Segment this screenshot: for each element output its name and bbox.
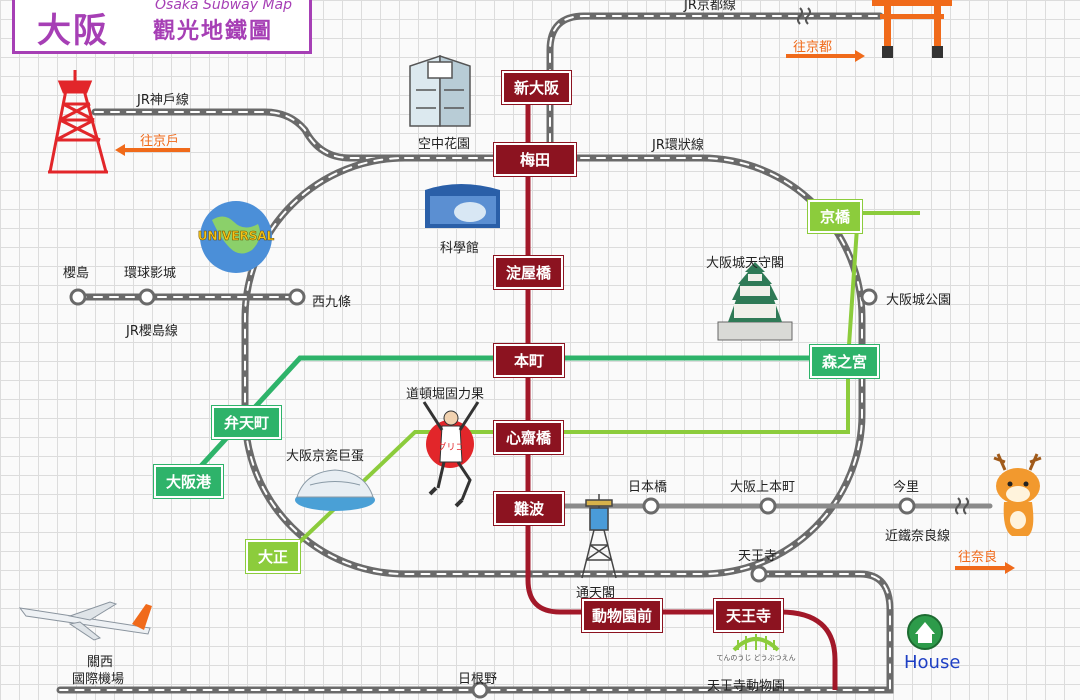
stop-uehonmachi: [759, 497, 777, 515]
svg-text:てんのうじ どうぶつえん: てんのうじ どうぶつえん: [716, 654, 795, 662]
arrow-to-kyoto-icon: [786, 50, 865, 62]
direction-arrows: [115, 50, 1015, 574]
stop-label-universal-city: 環球影城: [124, 266, 177, 281]
stop-nishikujo: [288, 288, 306, 306]
landmark-kansai-airport-line2: 國際機場: [72, 672, 125, 687]
landmark-science-museum: 科學館: [440, 241, 480, 256]
station-shinsaibashi[interactable]: 心齋橋: [494, 421, 564, 454]
stop-tennoji-jr: [750, 565, 768, 583]
line-label-jr-kyoto: JR京都線: [684, 0, 736, 13]
tsutenkaku-icon: [581, 494, 617, 579]
direction-to-kobe: 往京戶: [140, 134, 180, 149]
station-taisho[interactable]: 大正: [246, 540, 301, 573]
arrow-to-nara-icon: [955, 562, 1015, 574]
stop-label-sakurajima: 櫻島: [63, 266, 90, 281]
torii-icon: [872, 0, 952, 58]
station-tennoji[interactable]: 天王寺: [714, 599, 784, 632]
landmark-osaka-castle: 大阪城天守閣: [706, 256, 785, 271]
stop-label-nishikujo: 西九條: [312, 295, 352, 310]
landmark-sky-building: 空中花園: [418, 137, 471, 152]
break-marks: [797, 7, 969, 515]
map-title-english: Osaka Subway Map: [155, 0, 292, 13]
line-label-jr-sakurajima: JR櫻島線: [126, 324, 178, 339]
station-namba[interactable]: 難波: [494, 492, 565, 525]
arrow-to-kobe-icon: [115, 144, 190, 156]
universal-globe-icon: UNIVERSAL: [197, 201, 275, 273]
stop-nipponbashi: [642, 497, 660, 515]
station-shin-osaka[interactable]: 新大阪: [502, 71, 572, 104]
map-title: 大阪: [37, 11, 109, 51]
stop-label-uehonmachi: 大阪上本町: [730, 480, 796, 495]
landmark-kyocera-dome: 大阪京瓷巨蛋: [286, 449, 365, 464]
station-yodoyabashi[interactable]: 淀屋橋: [494, 256, 564, 289]
landmark-kansai-airport-line1: 關西: [87, 655, 114, 670]
nagahori-line: [283, 211, 920, 558]
station-bentencho[interactable]: 弁天町: [212, 406, 282, 439]
airplane-icon: [18, 601, 152, 641]
stop-osakajo-koen: [860, 288, 878, 306]
map-subtitle: 觀光地鐵圖: [153, 19, 274, 44]
landmark-tennoji-zoo: 天王寺動物園: [707, 679, 786, 694]
map-title-box: 大阪 Osaka Subway Map 觀光地鐵圖: [12, 0, 312, 54]
stop-label-tennoji-jr: 天王寺: [738, 549, 778, 564]
kobe-tower-icon: [48, 70, 108, 174]
stop-sakurajima: [69, 288, 87, 306]
line-label-jr-kobe: JR神戶線: [137, 93, 189, 108]
direction-to-nara: 往奈良: [958, 550, 998, 565]
house-label[interactable]: House: [904, 652, 961, 673]
zoo-logo-icon: てんのうじ どうぶつえん: [716, 634, 796, 662]
stop-imazato: [898, 497, 916, 515]
svg-text:グリコ: グリコ: [437, 441, 464, 453]
stop-hineno: [471, 681, 489, 699]
station-honmachi[interactable]: 本町: [494, 344, 565, 377]
landmark-tsutenkaku: 通天閣: [576, 586, 616, 601]
nara-deer-icon: [993, 453, 1042, 536]
stop-circles: [69, 288, 916, 699]
glico-man-icon: グリコ: [422, 401, 480, 508]
line-label-kintetsu-nara: 近鐵奈良線: [885, 529, 951, 544]
kyocera-dome-icon: [295, 469, 375, 511]
station-dobutsuenmae[interactable]: 動物園前: [582, 599, 663, 632]
svg-text:UNIVERSAL: UNIVERSAL: [198, 229, 275, 243]
station-osakako[interactable]: 大阪港: [154, 465, 224, 498]
osaka-castle-icon: [717, 262, 793, 341]
stop-label-osakajo-koen: 大阪城公園: [886, 293, 952, 308]
stop-label-hineno: 日根野: [458, 672, 498, 687]
landmark-glico: 道頓堀固力果: [406, 387, 485, 402]
stop-universal-city: [138, 288, 156, 306]
house-icon: [907, 614, 943, 650]
station-morinomiya[interactable]: 森之宮: [810, 345, 880, 378]
stop-label-imazato: 今里: [893, 480, 920, 495]
station-kyobashi[interactable]: 京橋: [808, 200, 863, 233]
station-umeda[interactable]: 梅田: [494, 143, 577, 176]
science-museum-icon: [425, 184, 500, 228]
direction-to-kyoto: 往京都: [793, 40, 833, 55]
stop-label-nipponbashi: 日本橋: [628, 480, 668, 495]
line-label-jr-loop: JR環狀線: [652, 138, 704, 153]
sky-building-icon: [409, 54, 471, 127]
